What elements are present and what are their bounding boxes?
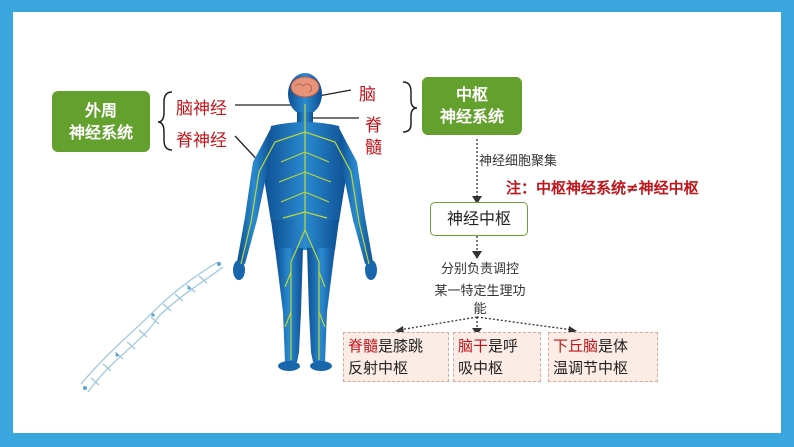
function-red-1: 脊髓: [348, 337, 379, 355]
fan-arrow-right: [476, 316, 574, 331]
nerve-network: [240, 104, 370, 360]
central-nervous-system-box: 中枢 神经系统: [422, 77, 522, 135]
note-text: 注：中枢神经系统≠神经中枢: [506, 179, 699, 197]
peripheral-nervous-system-box: 外周 神经系统: [52, 91, 150, 152]
slide: 外周 神经系统 中枢 神经系统: [13, 12, 781, 433]
arrow-head-2: [472, 251, 482, 259]
function-box-hypothalamus: 下丘脑是体 温调节中枢: [548, 332, 658, 382]
arrow-head-1: [472, 196, 482, 204]
function-line2-1: 反射中枢: [348, 359, 409, 377]
function-box-brainstem: 脑干是呼 吸中枢: [453, 332, 541, 382]
fan-arrow-left: [398, 316, 478, 331]
gather-label: 神经细胞聚集: [479, 154, 558, 169]
responsibility-line3: 能: [473, 302, 487, 317]
dna-helix-decoration: [80, 261, 224, 393]
left-brace: [157, 91, 173, 151]
dna-dots: [83, 262, 221, 390]
responsibility-line1: 分别负责调控: [440, 262, 519, 277]
brain-label: 脑: [359, 85, 376, 105]
central-line1: 中枢: [455, 85, 488, 104]
central-line2: 神经系统: [439, 107, 504, 126]
right-brace: [402, 81, 418, 133]
nerve-center-box: 神经中枢: [430, 202, 528, 236]
peripheral-line1: 外周: [84, 100, 117, 120]
function-rest-3: 是体: [598, 337, 629, 355]
connector-lines: [80, 73, 577, 393]
responsibility-text: 分别负责调控 某一特定生理功 能: [415, 259, 545, 321]
spinal-cord-label-2: 髓: [365, 138, 382, 158]
brain-shape: [290, 76, 320, 98]
human-body-figure: [233, 73, 377, 371]
function-red-3: 下丘脑: [553, 337, 599, 355]
function-red-2: 脑干: [458, 337, 489, 355]
function-rest-2: 是呼: [488, 337, 519, 355]
arrow-head-middle: [472, 328, 482, 335]
responsibility-line2: 某一特定生理功: [434, 284, 526, 299]
spinal-cord-label-1: 脊: [365, 116, 382, 136]
spinal-nerve-label: 脊神经: [176, 131, 227, 151]
brain-nerve-label: 脑神经: [176, 99, 227, 119]
function-line2-3: 温调节中枢: [553, 359, 629, 377]
function-line2-2: 吸中枢: [458, 359, 504, 377]
function-box-spinal-cord: 脊髓是膝跳 反射中枢: [343, 332, 449, 382]
peripheral-line2: 神经系统: [68, 122, 133, 142]
function-rest-1: 是膝跳: [378, 337, 424, 355]
